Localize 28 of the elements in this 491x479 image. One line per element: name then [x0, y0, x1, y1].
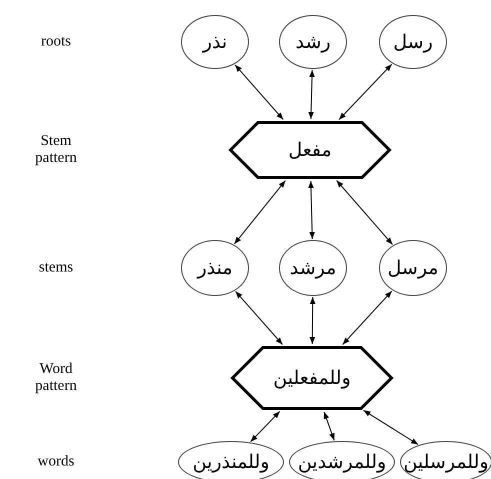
arrow — [308, 180, 315, 240]
ellipse-node: مرسل — [379, 240, 447, 296]
arrow — [324, 411, 335, 441]
ellipse-node: رسل — [379, 15, 447, 69]
ellipse-node: منذر — [181, 240, 249, 296]
arrow — [308, 70, 315, 120]
ellipse-node: وللمرشدين — [289, 441, 395, 479]
arrow — [336, 180, 393, 245]
arrow — [250, 410, 280, 442]
arrow — [363, 410, 419, 445]
hexagon-node: مفعل — [229, 121, 391, 179]
row-label: words — [36, 453, 76, 471]
row-label: stems — [38, 259, 74, 277]
hexagon-node: وللمفعلين — [231, 346, 393, 410]
arrow — [338, 64, 392, 120]
row-label: Word pattern — [34, 360, 78, 396]
arrow — [235, 290, 283, 345]
arrow — [310, 296, 316, 344]
arrow — [342, 290, 392, 345]
ellipse-node: وللمنذرين — [178, 441, 284, 479]
ellipse-node: نذر — [181, 15, 249, 69]
row-label: Stem pattern — [34, 132, 78, 168]
row-label: roots — [40, 33, 72, 51]
ellipse-node: مرشد — [279, 240, 347, 296]
arrow — [234, 64, 284, 120]
ellipse-node: رشد — [279, 15, 347, 69]
ellipse-node: وللمرسلين — [400, 441, 491, 479]
arrow — [234, 180, 286, 244]
